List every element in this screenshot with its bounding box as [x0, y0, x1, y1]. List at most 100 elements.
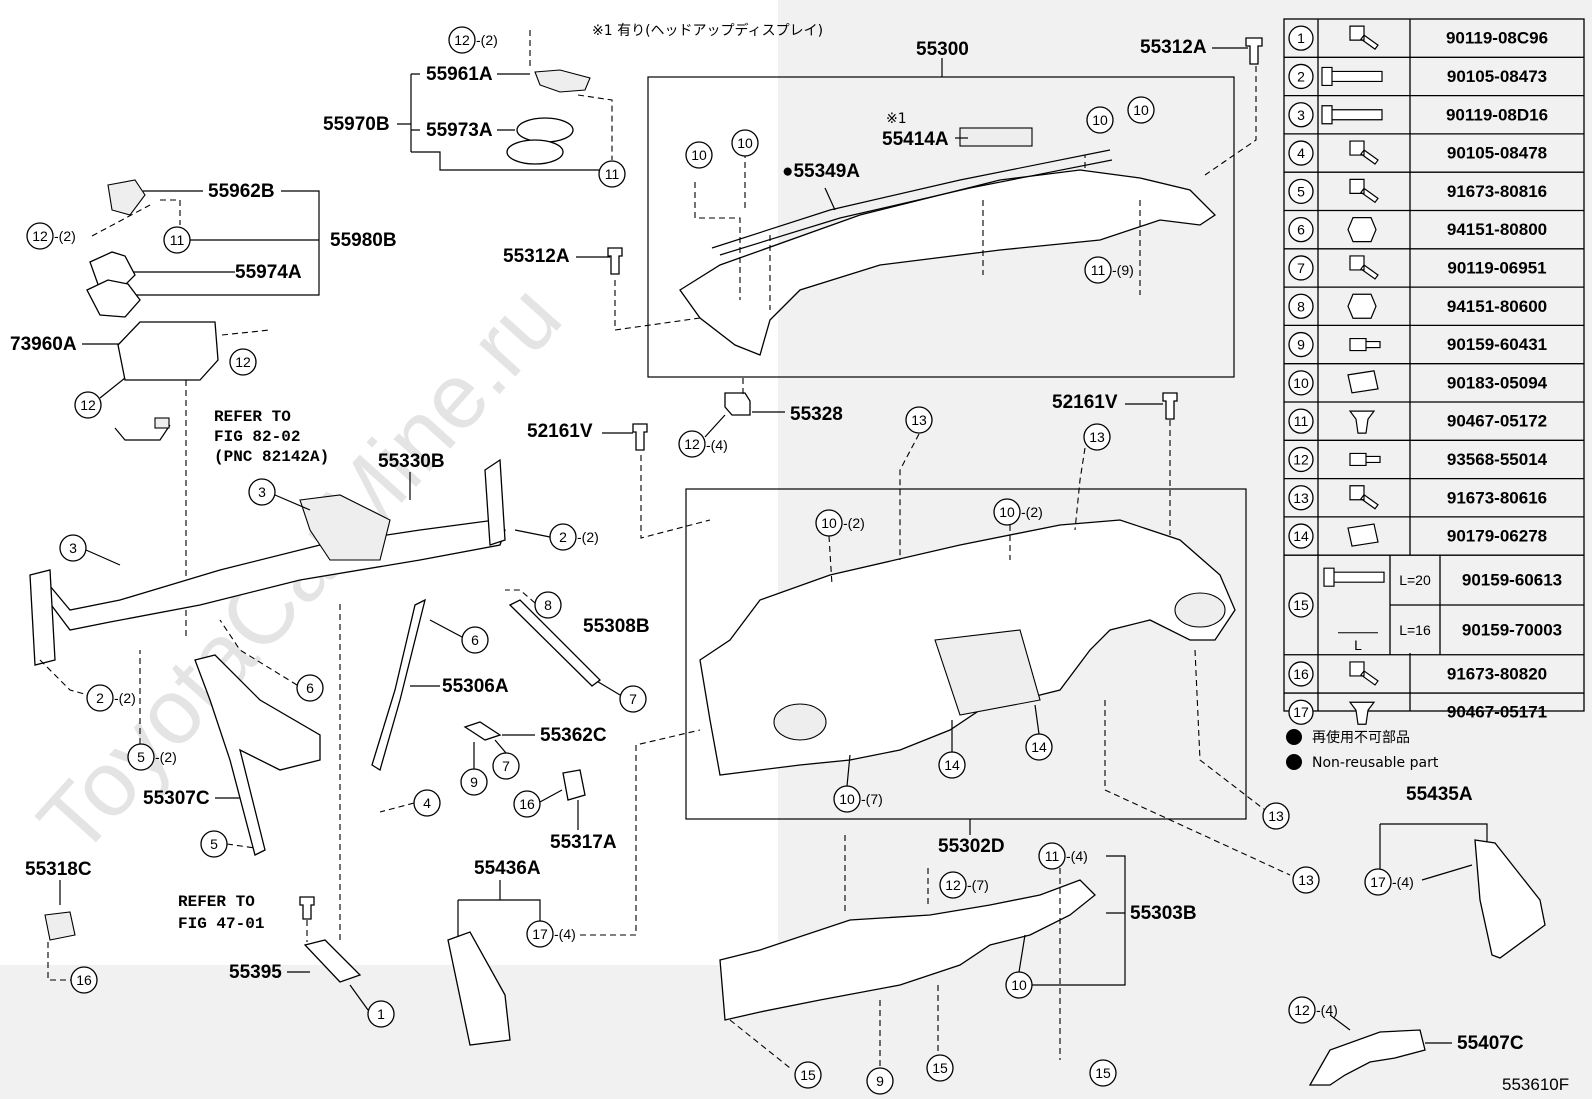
pnc-55302D[interactable]: 55302D — [938, 836, 1005, 857]
pnc-55970B[interactable]: 55970B — [323, 114, 390, 135]
table-callout-number: 13 — [1293, 490, 1309, 506]
table-callout-number: 16 — [1293, 666, 1309, 682]
pnc-55312A-mid[interactable]: 55312A — [503, 246, 570, 267]
pnc-55435A[interactable]: 55435A — [1406, 784, 1473, 805]
pnc-55414A[interactable]: 55414A — [882, 129, 949, 150]
bracket-55307C[interactable] — [194, 654, 321, 856]
pnc-55318C[interactable]: 55318C — [25, 859, 92, 880]
part-number[interactable]: 90105-08478 — [1447, 144, 1547, 163]
svg-text:4: 4 — [423, 795, 431, 811]
pnc-55307C[interactable]: 55307C — [143, 788, 210, 809]
part-number[interactable]: 90179-06278 — [1447, 527, 1547, 546]
left-vent-opening — [773, 703, 827, 741]
pnc-55395[interactable]: 55395 — [229, 962, 282, 983]
bracket-55328[interactable] — [724, 392, 751, 416]
pnc-52161V-left[interactable]: 52161V — [527, 421, 593, 442]
table-callout — [1288, 25, 1314, 51]
hud-cover-part[interactable] — [959, 127, 1033, 147]
pnc-55328[interactable]: 55328 — [790, 404, 843, 425]
svg-text:7: 7 — [629, 691, 637, 707]
clip-55312A-top[interactable] — [1245, 37, 1263, 65]
table-callout — [1288, 216, 1314, 243]
table-callout-number: 12 — [1293, 451, 1309, 467]
part-number[interactable]: 90159-60613 — [1462, 571, 1562, 590]
table-callout — [1288, 140, 1314, 166]
clip-55317A[interactable] — [562, 769, 586, 801]
pnc-55317A[interactable]: 55317A — [550, 832, 617, 853]
speaker-55961A[interactable] — [534, 69, 591, 93]
svg-text:-(9): -(9) — [1112, 262, 1134, 278]
pnc-55306A[interactable]: 55306A — [442, 676, 509, 697]
svg-text:11: 11 — [605, 166, 620, 182]
pnc-73960A[interactable]: 73960A — [10, 334, 77, 355]
part-number[interactable]: 90467-05172 — [1447, 412, 1547, 431]
pnc-55407C[interactable]: 55407C — [1457, 1033, 1524, 1054]
table-callout — [1288, 255, 1314, 281]
push-clip-icon — [1348, 701, 1376, 725]
table-callout-number: 17 — [1293, 704, 1309, 720]
pnc-55980B[interactable]: 55980B — [330, 230, 397, 251]
svg-text:11: 11 — [1091, 262, 1106, 278]
legend-en: Non-reusable part — [1312, 755, 1439, 771]
pnc-55300[interactable]: 55300 — [916, 39, 969, 60]
module-73960A[interactable] — [117, 321, 219, 381]
bracket-55362C[interactable] — [463, 721, 502, 741]
svg-text:-(2): -(2) — [114, 690, 136, 706]
bracket-55395[interactable] — [303, 939, 362, 983]
legend-jp: 再使用不可部品 — [1312, 729, 1410, 746]
part-number[interactable]: 90119-08C96 — [1446, 29, 1548, 48]
gasket-55973A[interactable] — [516, 117, 574, 143]
table-callout-number: 9 — [1297, 337, 1305, 353]
pnc-52161V-right[interactable]: 52161V — [1052, 392, 1118, 413]
table-callout — [1288, 699, 1314, 725]
pnc-55961A[interactable]: 55961A — [426, 64, 493, 85]
upper-panel-part[interactable] — [679, 169, 1217, 356]
callouts-main: 13 13 10 -(2) 10 -(2) 14 14 10 -(7) 13 1… — [815, 406, 1320, 894]
screw-icon — [1349, 452, 1381, 467]
pnc-55312A-top[interactable]: 55312A — [1140, 37, 1207, 58]
svg-text:13: 13 — [1268, 808, 1284, 824]
svg-text:5: 5 — [210, 836, 218, 852]
part-number[interactable]: 94151-80600 — [1447, 297, 1547, 316]
pnc-55974A[interactable]: 55974A — [235, 262, 302, 283]
connector-82142A — [154, 417, 170, 429]
lower-panel-part[interactable] — [719, 879, 1096, 1021]
callouts-upper: 10 10 10 10 11 -(9) — [685, 96, 1155, 284]
pnc-55962B[interactable]: 55962B — [208, 181, 275, 202]
part-number[interactable]: 91673-80816 — [1447, 182, 1547, 201]
svg-text:10: 10 — [821, 515, 837, 531]
clip-55312A-mid[interactable] — [607, 247, 623, 275]
trim-55407C[interactable] — [1308, 1029, 1426, 1086]
part-number[interactable]: 91673-80616 — [1447, 488, 1547, 507]
side-cover-55436A[interactable] — [447, 931, 511, 1046]
clip-52161V-right[interactable] — [1162, 392, 1178, 420]
part-number[interactable]: 90105-08473 — [1447, 67, 1547, 86]
flange-bolt-icon — [1349, 485, 1379, 510]
svg-text:14: 14 — [1031, 739, 1047, 755]
pnc-55362C[interactable]: 55362C — [540, 725, 607, 746]
part-number[interactable]: 90159-60431 — [1447, 335, 1547, 354]
part-number[interactable]: 91673-80820 — [1447, 664, 1547, 683]
clip-55318C[interactable] — [44, 911, 76, 941]
pnc-55436A[interactable]: 55436A — [474, 858, 541, 879]
pnc-55308B[interactable]: 55308B — [583, 616, 650, 637]
part-number[interactable]: 93568-55014 — [1447, 450, 1548, 469]
part-number[interactable]: 90119-08D16 — [1446, 105, 1548, 124]
part-number[interactable]: 94151-80800 — [1447, 220, 1547, 239]
brace-55306A[interactable] — [371, 598, 426, 772]
pnc-55973A[interactable]: 55973A — [426, 120, 493, 141]
speaker-55962B[interactable] — [107, 179, 146, 216]
part-number[interactable]: 90119-06951 — [1447, 258, 1546, 277]
brace-55308B[interactable] — [508, 599, 601, 687]
side-cover-55435A[interactable] — [1474, 839, 1546, 959]
pnc-55303B[interactable]: 55303B — [1130, 903, 1197, 924]
table-callout — [1288, 178, 1314, 205]
part-number[interactable]: 90159-70003 — [1462, 620, 1562, 639]
svg-text:10: 10 — [999, 504, 1015, 520]
clip-52161V-left[interactable] — [632, 423, 648, 451]
part-number[interactable]: 90183-05094 — [1447, 373, 1548, 392]
pnc-55330B[interactable]: 55330B — [378, 451, 445, 472]
part-number[interactable]: 90467-05171 — [1447, 703, 1547, 722]
nut-icon — [1347, 293, 1377, 319]
pnc-55349A[interactable]: ●55349A — [782, 161, 860, 182]
